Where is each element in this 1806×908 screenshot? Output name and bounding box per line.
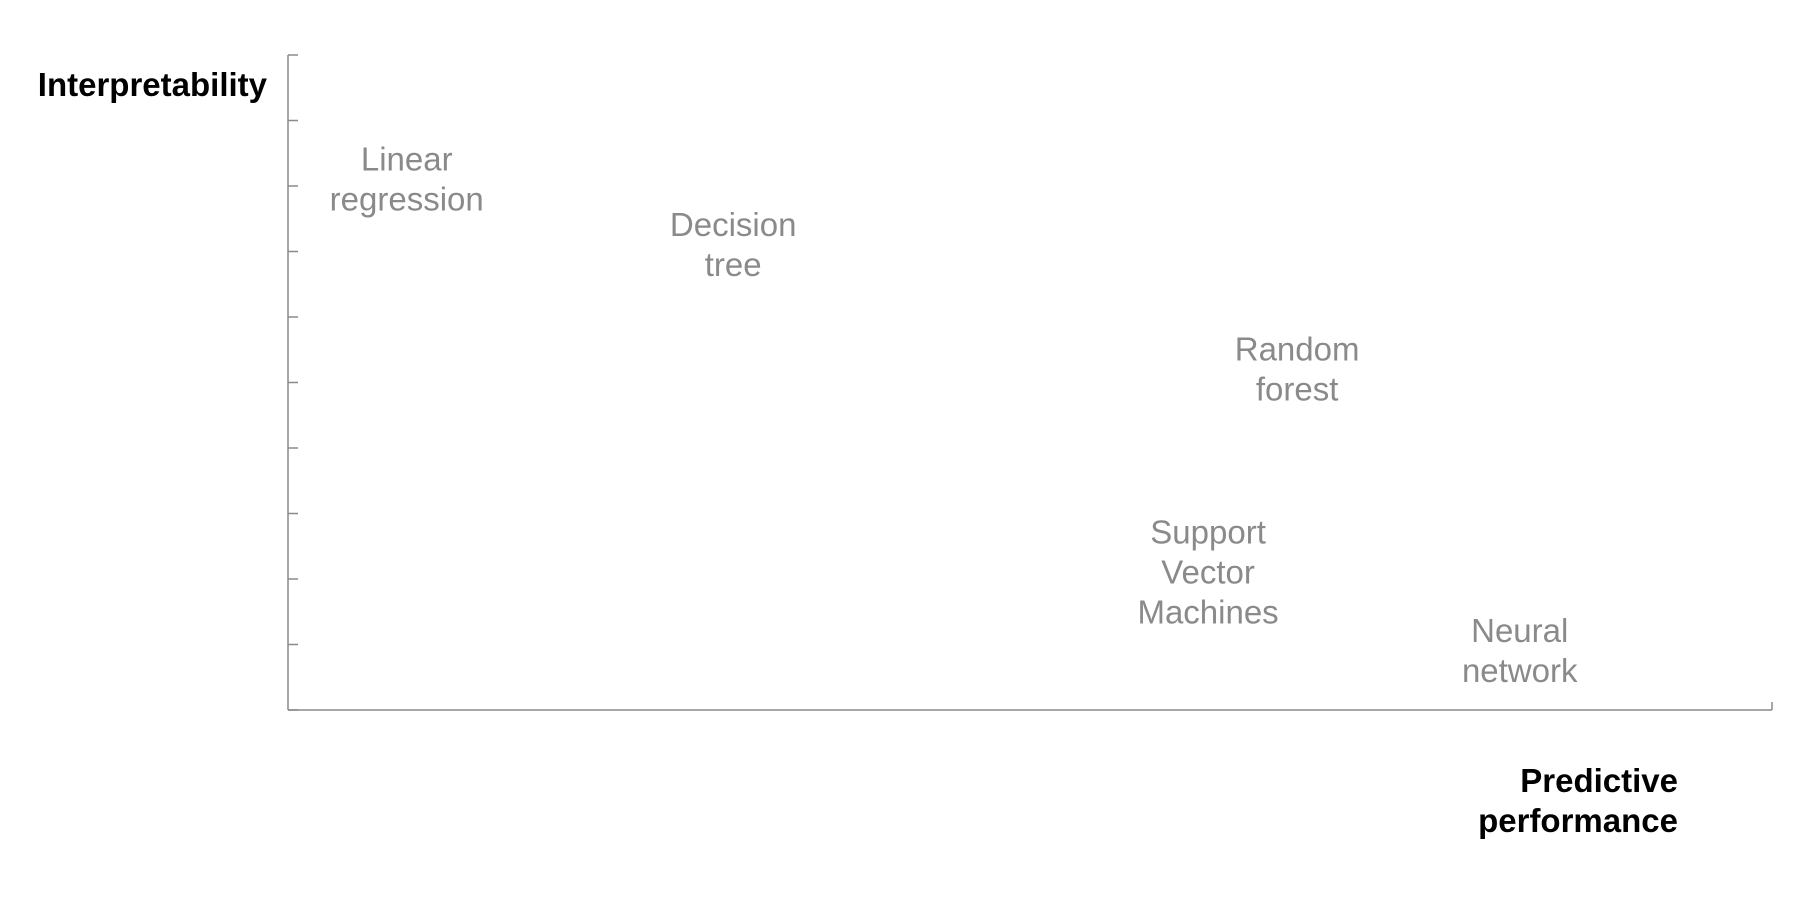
- point-label-3-line-1: Vector: [1161, 553, 1255, 590]
- point-label-4-line-0: Neural: [1471, 612, 1568, 649]
- axes: [287, 54, 1773, 711]
- point-labels: LinearregressionDecisiontreeRandomforest…: [330, 140, 1578, 689]
- point-label-4-line-1: network: [1462, 652, 1578, 689]
- x-axis-title-line-1: performance: [1478, 802, 1678, 839]
- point-label-1-line-1: tree: [705, 246, 762, 283]
- point-label-2-line-1: forest: [1256, 370, 1339, 407]
- point-label-1-line-0: Decision: [670, 206, 797, 243]
- point-label-3-line-0: Support: [1150, 513, 1266, 550]
- x-axis-title-line-0: Predictive: [1520, 762, 1678, 799]
- y-axis-ticks: [288, 54, 298, 711]
- point-label-0-line-1: regression: [330, 180, 484, 217]
- y-axis-title: Interpretability: [38, 66, 268, 103]
- point-label-2-line-0: Random: [1235, 330, 1360, 367]
- point-label-3-line-2: Machines: [1137, 593, 1278, 630]
- point-label-0-line-0: Linear: [361, 140, 453, 177]
